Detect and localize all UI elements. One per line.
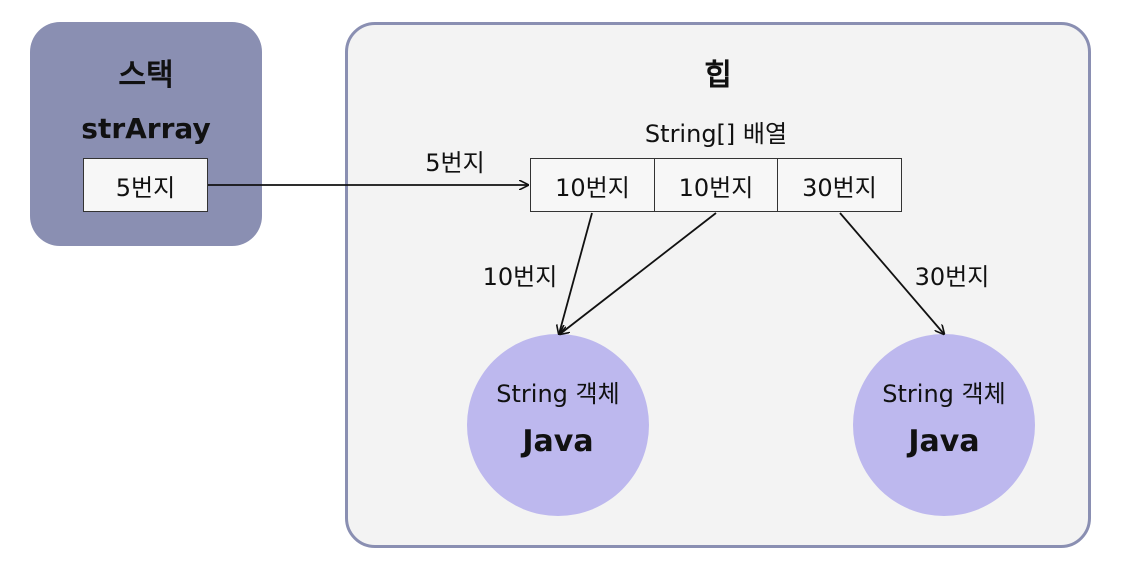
string-object-2-title: String 객체	[882, 380, 1006, 408]
string-object-2: String 객체 Java	[853, 334, 1035, 516]
string-object-1-title: String 객체	[496, 380, 620, 408]
heap-title: 힙	[704, 58, 732, 93]
array-cell-2: 30번지	[777, 158, 902, 212]
arrow-label-to-object-2: 30번지	[914, 263, 990, 291]
stack-variable-name: strArray	[81, 112, 211, 145]
array-cell-0: 10번지	[530, 158, 655, 212]
string-object-1-value: Java	[522, 424, 594, 459]
string-object-2-value: Java	[908, 424, 980, 459]
stack-variable-value-box: 5번지	[83, 158, 208, 212]
array-title: String[] 배열	[644, 120, 788, 148]
arrow-label-stack-to-array: 5번지	[425, 149, 485, 177]
arrow-label-to-object-1: 10번지	[482, 263, 558, 291]
array-cell-1: 10번지	[654, 158, 778, 212]
stack-title: 스택	[118, 58, 174, 93]
string-object-1: String 객체 Java	[467, 334, 649, 516]
